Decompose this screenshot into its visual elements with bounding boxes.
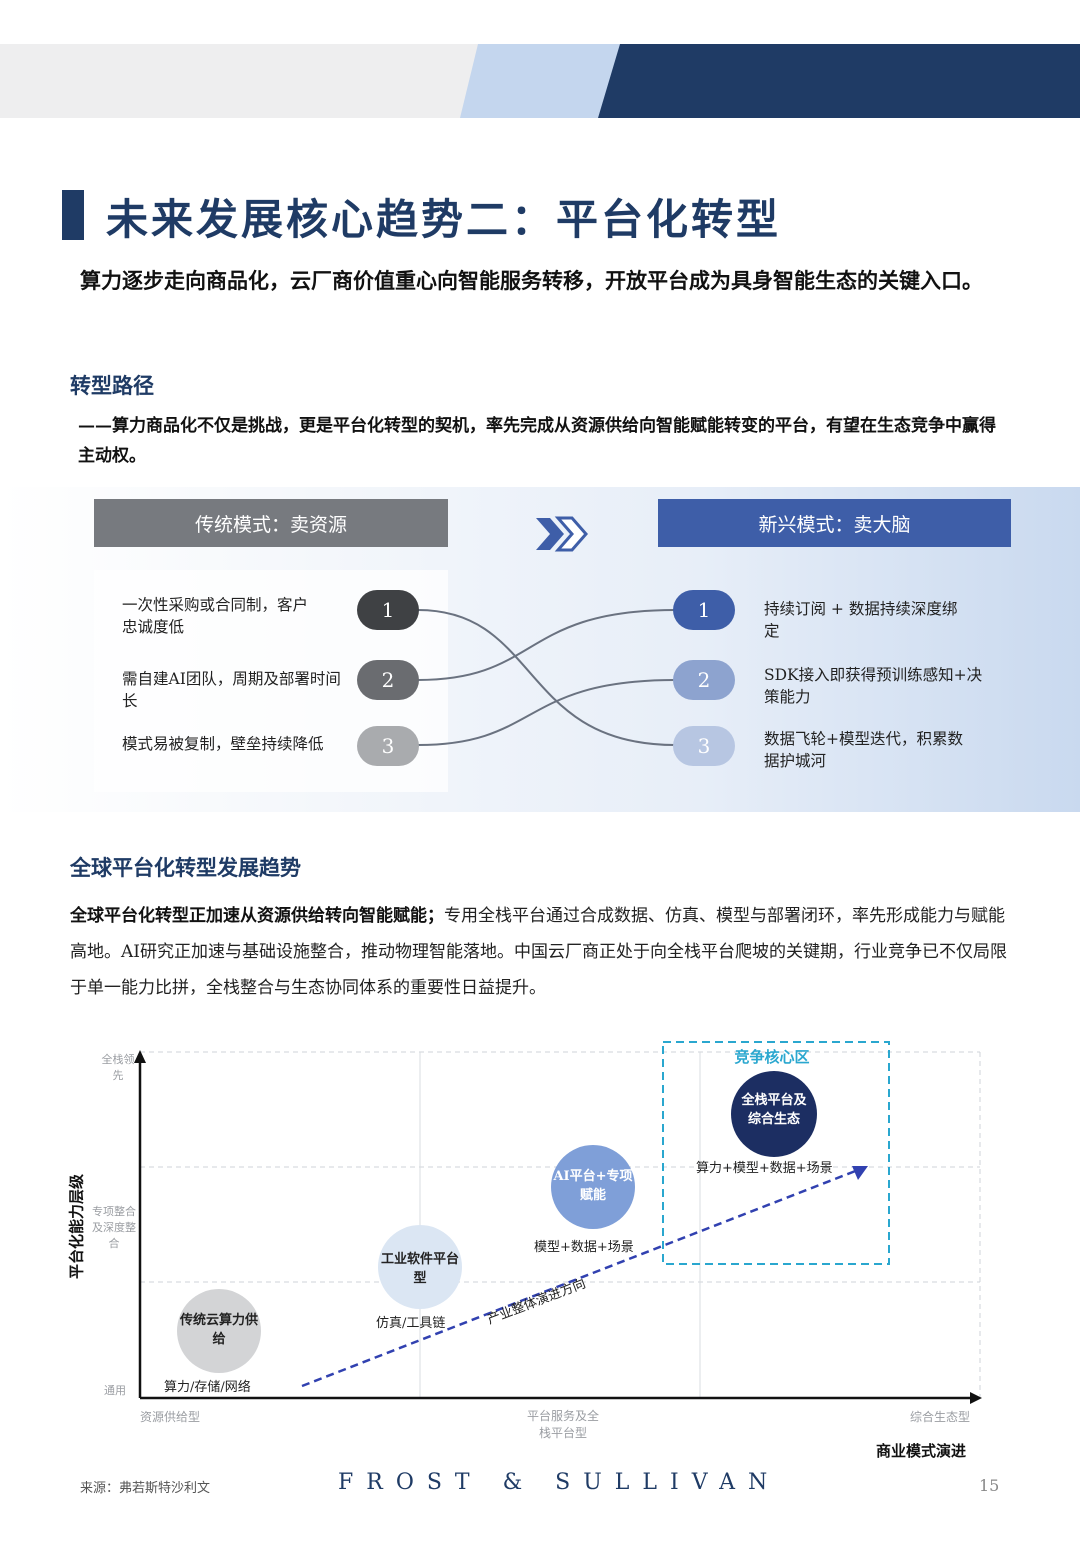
- old-item-1: 一次性采购或合同制，客户忠诚度低: [122, 596, 309, 636]
- header-band: [460, 44, 1080, 118]
- new-model-header: 新兴模式：卖大脑: [658, 499, 1011, 547]
- old-step-2: 2: [357, 660, 419, 700]
- caption-ai-platform: 模型+数据+场景: [534, 1240, 634, 1255]
- section-subtitle: ——算力商品化不仅是挑战，更是平台化转型的契机，率先完成从资源供给向智能赋能转变…: [78, 416, 996, 466]
- bubble-full-stack: [731, 1071, 817, 1157]
- caption-industrial-software: 仿真/工具链: [376, 1316, 446, 1331]
- bubble-label-traditional-cloud: 传统云算力供给: [179, 1313, 258, 1347]
- core-zone-box: [662, 1041, 890, 1265]
- trend-arrow-line: [301, 1168, 859, 1388]
- y-axis-arrow-icon: [134, 1050, 146, 1063]
- title-accent-bar: [62, 190, 84, 240]
- core-zone-label: 竞争核心区: [734, 1048, 810, 1066]
- x-tick-left: 资源供给型: [140, 1410, 201, 1424]
- new-item-1: 持续订阅 + 数据持续深度绑定: [764, 600, 958, 640]
- double-chevron-icon: [536, 516, 588, 552]
- x-tick-right: 综合生态型: [910, 1410, 971, 1424]
- y-tick-bottom: 通用: [104, 1384, 126, 1397]
- bubble-ai-platform: [551, 1145, 635, 1229]
- trend-arrow-head-icon: [852, 1166, 868, 1180]
- section2-body-text: 专用全栈平台通过合成数据、仿真、模型与部署闭环，率先形成能力与赋能高地。AI研究…: [70, 906, 1007, 998]
- y-tick-mid: 专项整合及深度整合: [92, 1205, 136, 1250]
- old-item-2: 需自建AI团队，周期及部署时间长: [122, 670, 341, 710]
- bubble-traditional-cloud: [177, 1289, 261, 1373]
- y-axis-title: 平台化能力层级: [67, 1174, 86, 1280]
- section2-body: 全球平台化转型正加速从资源供给转向智能赋能；专用全栈平台通过合成数据、仿真、模型…: [70, 898, 1010, 1006]
- section-heading-global: 全球平台化转型发展趋势: [70, 855, 301, 880]
- new-item-2: SDK接入即获得预训练感知+决策能力: [764, 666, 983, 706]
- brand-logo: FROST & SULLIVAN: [338, 1470, 781, 1495]
- old-item-3: 模式易被复制，壁垒持续降低: [122, 735, 324, 753]
- section-heading-path: 转型路径: [70, 373, 154, 398]
- trend-chart: [134, 1041, 982, 1404]
- new-item-3: 数据飞轮+模型迭代，积累数据护城河: [764, 730, 963, 770]
- source-note: 来源：弗若斯特沙利文: [80, 1481, 211, 1496]
- old-step-3: 3: [357, 726, 419, 766]
- caption-traditional-cloud: 算力/存储/网络: [164, 1380, 251, 1395]
- x-axis-arrow-icon: [970, 1392, 982, 1404]
- new-step-2: 2: [673, 660, 735, 700]
- new-step-1: 1: [673, 590, 735, 630]
- bubble-label-ai-platform: AI平台+专项赋能: [553, 1169, 633, 1203]
- x-axis-title: 商业模式演进: [876, 1442, 967, 1460]
- lead-paragraph: 算力逐步走向商品化，云厂商价值重心向智能服务转移，开放平台成为具身智能生态的关键…: [80, 268, 983, 293]
- section2-body-bold: 全球平台化转型正加速从资源供给转向智能赋能；: [70, 906, 444, 926]
- caption-full-stack: 算力+模型+数据+场景: [696, 1161, 833, 1176]
- old-model-header: 传统模式：卖资源: [94, 499, 448, 547]
- page-title: 未来发展核心趋势二：平台化转型: [106, 195, 782, 244]
- x-tick-mid: 平台服务及全栈平台型: [526, 1409, 599, 1440]
- y-tick-top: 全栈领先: [101, 1053, 135, 1082]
- new-step-3: 3: [673, 726, 735, 766]
- old-step-1: 1: [357, 590, 419, 630]
- bubble-industrial-software: [378, 1225, 462, 1309]
- y-axis-title-wrap: 平台化能力层级: [56, 1166, 96, 1296]
- page-number: 15: [979, 1476, 1000, 1495]
- bubble-label-industrial-software: 工业软件平台型: [380, 1252, 459, 1286]
- bubble-label-full-stack: 全栈平台及综合生态: [741, 1093, 807, 1127]
